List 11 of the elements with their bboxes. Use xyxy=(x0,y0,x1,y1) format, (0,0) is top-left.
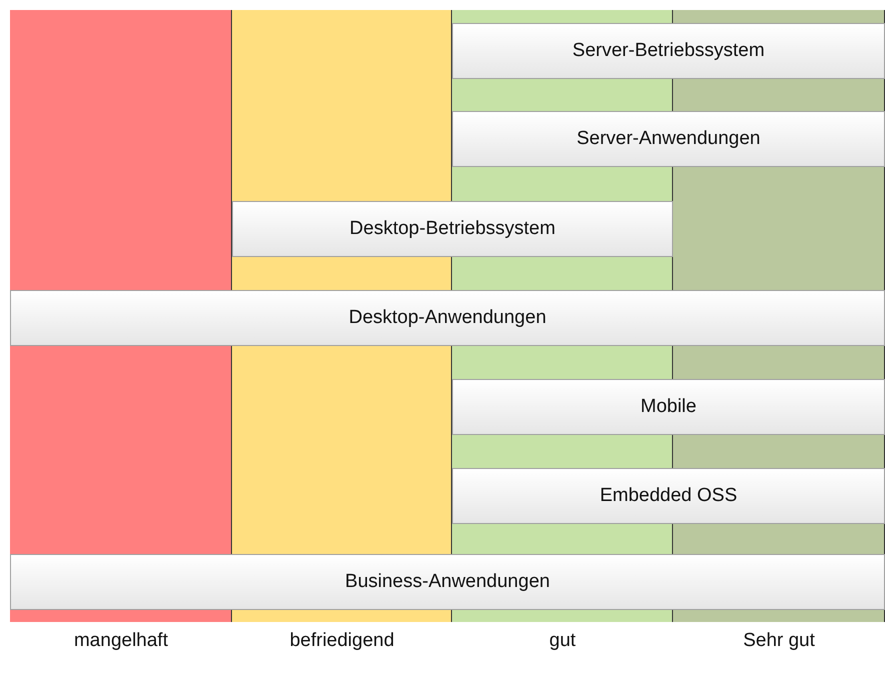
column-label: gut xyxy=(452,630,673,652)
category-bar: Mobile xyxy=(452,379,885,435)
column-label: mangelhaft xyxy=(10,630,232,652)
column-label: Sehr gut xyxy=(673,630,885,652)
category-bar: Desktop-Betriebssystem xyxy=(232,201,673,257)
category-bar: Business-Anwendungen xyxy=(10,554,885,610)
category-bar: Server-Betriebssystem xyxy=(452,23,885,79)
category-bar: Server-Anwendungen xyxy=(452,111,885,167)
category-bar: Embedded OSS xyxy=(452,468,885,524)
category-bar: Desktop-Anwendungen xyxy=(10,290,885,346)
column-label: befriedigend xyxy=(232,630,452,652)
